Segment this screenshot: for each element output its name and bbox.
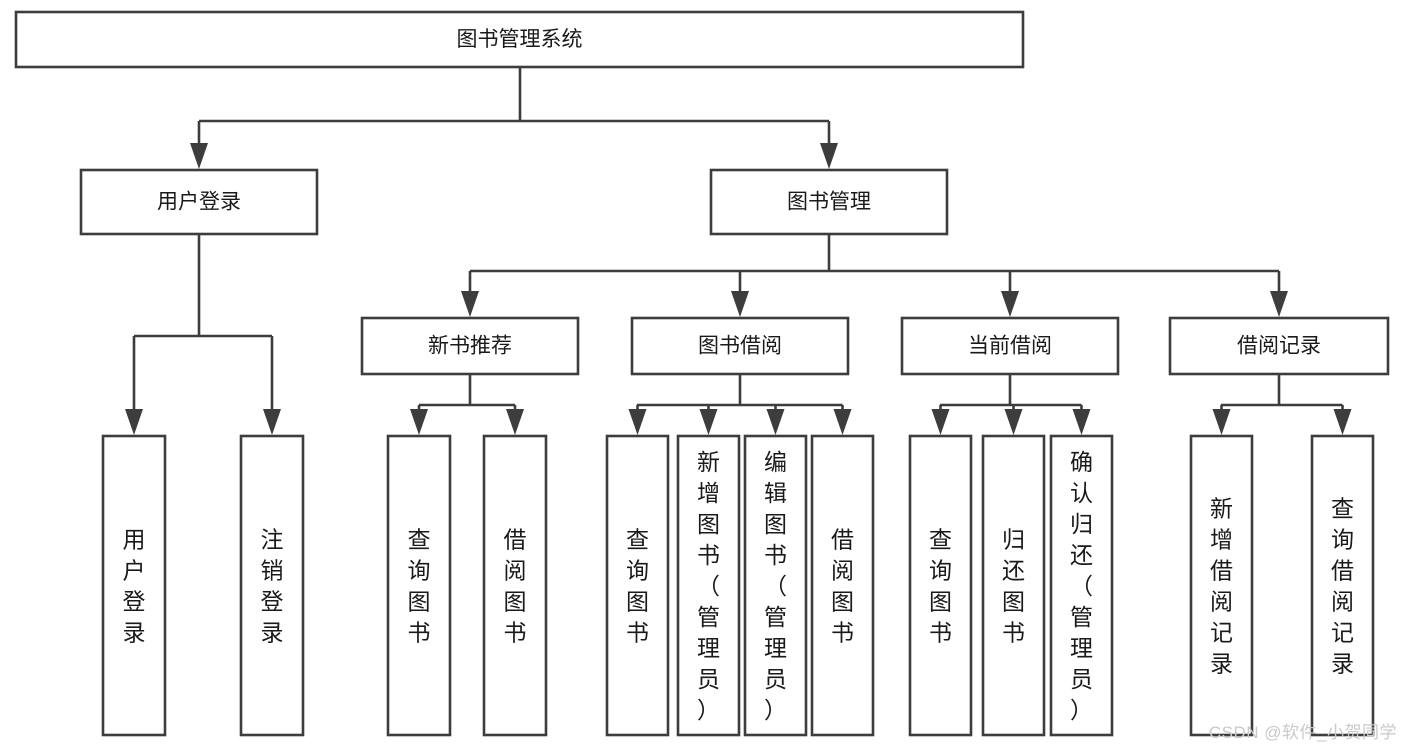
- node-label: 查询图书: [929, 527, 952, 646]
- node-label: 当前借阅: [968, 335, 1052, 358]
- node-label: 查询图书: [408, 527, 431, 646]
- node-leaf-query-book-recommend[interactable]: 查询图书: [386, 434, 452, 737]
- node-label: 用户登录: [123, 527, 146, 646]
- node-box: [1310, 434, 1375, 737]
- node-leaf-borrow-book-recommend[interactable]: 借阅图书: [482, 434, 548, 737]
- node-label: 借阅记录: [1237, 335, 1321, 358]
- node-leaf-confirm-return-admin[interactable]: 确认归还（管理员）: [1049, 434, 1114, 737]
- node-box: [605, 434, 670, 737]
- edges-layer: [125, 67, 1352, 435]
- node-label: 归还图书: [1002, 527, 1025, 646]
- node-box: [1168, 316, 1390, 376]
- node-label: 图书管理系统: [457, 28, 583, 51]
- node-leaf-add-borrow-record[interactable]: 新增借阅记录: [1189, 434, 1254, 737]
- node-root[interactable]: 图书管理系统: [14, 10, 1025, 69]
- node-leaf-query-borrow-record[interactable]: 查询借阅记录: [1310, 434, 1375, 737]
- node-label: 新增借阅记录: [1210, 496, 1233, 677]
- node-box: [981, 434, 1046, 737]
- node-label: 查询借阅记录: [1331, 496, 1354, 677]
- node-leaf-query-book[interactable]: 查询图书: [605, 434, 670, 737]
- nodes-layer: 图书管理系统用户登录图书管理新书推荐图书借阅当前借阅借阅记录用户登录注销登录查询…: [14, 10, 1390, 737]
- node-box: [810, 434, 875, 737]
- node-leaf-edit-book-admin[interactable]: 编辑图书（管理员）: [743, 434, 808, 737]
- node-box: [360, 316, 580, 376]
- node-label: 确认归还（管理员）: [1070, 449, 1093, 723]
- node-box: [101, 434, 167, 737]
- node-label: 借阅图书: [504, 527, 527, 646]
- node-leaf-add-book-admin[interactable]: 新增图书（管理员）: [676, 434, 741, 737]
- node-leaf-return-book[interactable]: 归还图书: [981, 434, 1046, 737]
- node-label: 借阅图书: [831, 527, 854, 646]
- node-leaf-query-book-current[interactable]: 查询图书: [908, 434, 973, 737]
- node-box: [900, 316, 1120, 376]
- node-label: 编辑图书（管理员）: [764, 449, 787, 723]
- node-leaf-borrow-book[interactable]: 借阅图书: [810, 434, 875, 737]
- node-box: [630, 316, 850, 376]
- node-borrow-record[interactable]: 借阅记录: [1168, 316, 1390, 376]
- node-book-manage[interactable]: 图书管理: [709, 168, 949, 236]
- node-box: [1049, 434, 1114, 737]
- node-box: [482, 434, 548, 737]
- node-user-login[interactable]: 用户登录: [79, 168, 319, 236]
- node-book-borrow[interactable]: 图书借阅: [630, 316, 850, 376]
- node-label: 图书借阅: [698, 335, 782, 358]
- node-box: [79, 168, 319, 236]
- node-box: [14, 10, 1025, 69]
- node-box: [1189, 434, 1254, 737]
- node-box: [239, 434, 305, 737]
- node-current-borrow[interactable]: 当前借阅: [900, 316, 1120, 376]
- node-label: 查询图书: [626, 527, 649, 646]
- node-new-book-recommend[interactable]: 新书推荐: [360, 316, 580, 376]
- node-label: 注销登录: [261, 527, 284, 646]
- node-box: [743, 434, 808, 737]
- node-box: [709, 168, 949, 236]
- node-box: [908, 434, 973, 737]
- node-label: 用户登录: [157, 191, 241, 214]
- node-label: 图书管理: [787, 191, 871, 214]
- node-box: [386, 434, 452, 737]
- node-label: 新书推荐: [428, 335, 512, 358]
- node-label: 新增图书（管理员）: [697, 449, 720, 723]
- node-box: [676, 434, 741, 737]
- node-leaf-logout[interactable]: 注销登录: [239, 434, 305, 737]
- node-leaf-user-login[interactable]: 用户登录: [101, 434, 167, 737]
